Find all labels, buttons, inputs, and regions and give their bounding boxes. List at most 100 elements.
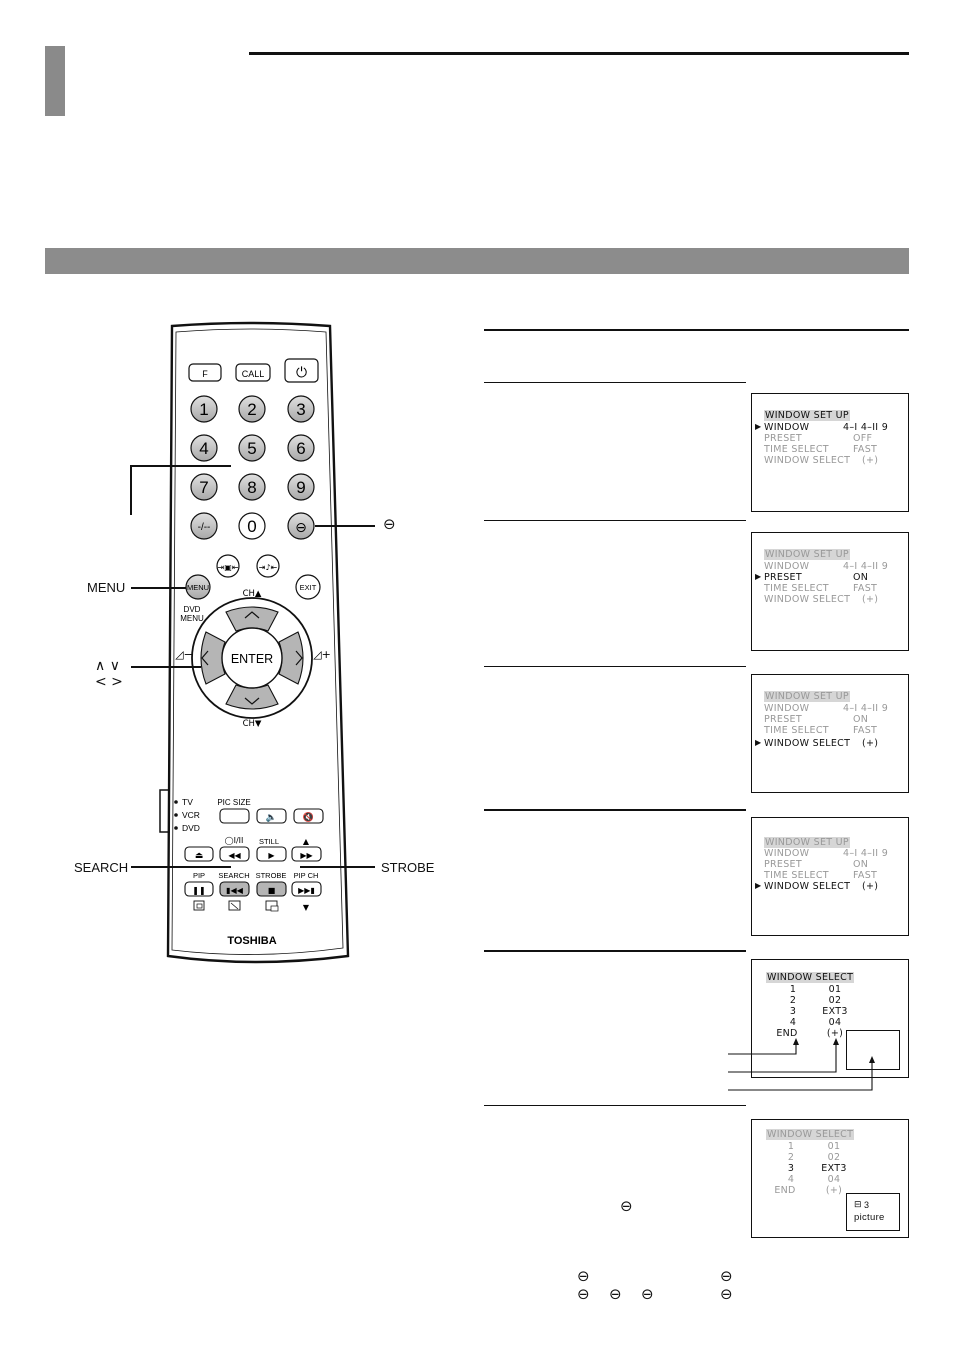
osd6-picture-label: picture bbox=[854, 1212, 885, 1223]
prev-icon: ▮◀◀ bbox=[226, 886, 244, 895]
osd5-row4-val: 04 bbox=[828, 1017, 842, 1028]
osd4-title: WINDOW SET UP bbox=[764, 837, 850, 848]
key-1-label: 1 bbox=[199, 400, 208, 419]
osd5-row4-num: 4 bbox=[789, 1017, 797, 1028]
osd6-picture-num: 3 bbox=[864, 1200, 870, 1210]
vol-plus-label: ◿+ bbox=[313, 648, 331, 661]
osd4-window-value: 4–I 4–II 9 bbox=[843, 848, 889, 859]
key-2-label: 2 bbox=[247, 400, 256, 419]
strobe-button[interactable] bbox=[256, 881, 287, 897]
osd3-time-label: TIME SELECT bbox=[764, 725, 829, 736]
ch-down-label: CH▼ bbox=[243, 719, 262, 729]
f-label: F bbox=[202, 369, 208, 379]
pause-icon: ❚❚ bbox=[192, 886, 205, 895]
osd4-wsel-label: WINDOW SELECT bbox=[764, 881, 851, 892]
key-3[interactable] bbox=[287, 395, 315, 423]
osd1-time-value: FAST bbox=[853, 444, 878, 455]
key-6-label: 6 bbox=[296, 439, 305, 458]
ffwd-button[interactable] bbox=[291, 846, 322, 862]
still-label: STILL bbox=[259, 837, 279, 846]
osd3-window-value: 4–I 4–II 9 bbox=[843, 703, 889, 714]
osd4-preset-label: PRESET bbox=[764, 859, 802, 870]
pip-swap-button[interactable] bbox=[256, 554, 280, 578]
play-button[interactable] bbox=[256, 846, 287, 862]
key-0[interactable] bbox=[238, 512, 266, 540]
exit-button[interactable] bbox=[295, 574, 321, 600]
osd1-window-label: WINDOW bbox=[764, 422, 810, 433]
header-rule bbox=[249, 52, 909, 55]
key-dash[interactable] bbox=[190, 512, 218, 540]
bottom-input-icon-1: ⊖ bbox=[577, 1267, 590, 1285]
osd1-preset-value: OFF bbox=[853, 433, 873, 444]
key-2[interactable] bbox=[238, 395, 266, 423]
key-6[interactable] bbox=[287, 434, 315, 462]
menu-button[interactable] bbox=[185, 574, 211, 600]
key-5[interactable] bbox=[238, 434, 266, 462]
osd1-preset-label: PRESET bbox=[764, 433, 802, 444]
key-4[interactable] bbox=[190, 434, 218, 462]
mute-button[interactable] bbox=[293, 808, 324, 824]
callout-line-strobe bbox=[300, 866, 375, 868]
key-8[interactable] bbox=[238, 473, 266, 501]
key-0-label: 0 bbox=[247, 517, 256, 536]
osd1-time-label: TIME SELECT bbox=[764, 444, 829, 455]
f-button[interactable] bbox=[188, 363, 222, 382]
pip-freeze-icon: ⇥▣⇤ bbox=[218, 563, 239, 572]
menu-key-label: MENU bbox=[187, 583, 209, 592]
osd6-picture-box: ⊟ 3 picture bbox=[846, 1193, 900, 1231]
osd5-row2-num: 2 bbox=[789, 995, 797, 1006]
step-rule-2 bbox=[484, 520, 746, 521]
osd5-picture-box bbox=[846, 1030, 900, 1070]
chevron-right-icon bbox=[295, 650, 303, 666]
bottom-output-icon-2: ⊖ bbox=[720, 1285, 733, 1303]
pip-ch-button[interactable] bbox=[291, 881, 322, 897]
osd5-title: WINDOW SELECT bbox=[766, 972, 855, 983]
eject-button[interactable] bbox=[184, 846, 214, 862]
pip-button[interactable] bbox=[184, 881, 214, 897]
step-rule-6 bbox=[484, 1105, 746, 1106]
pip-freeze-button[interactable] bbox=[216, 554, 240, 578]
bottom-input-icon-3: ⊖ bbox=[609, 1285, 622, 1303]
osd5-pointers bbox=[728, 1038, 875, 1091]
rewind-button[interactable] bbox=[219, 846, 250, 862]
pic-size-button[interactable] bbox=[219, 808, 250, 824]
key-7[interactable] bbox=[190, 473, 218, 501]
key-9[interactable] bbox=[287, 473, 315, 501]
input-button[interactable] bbox=[287, 512, 315, 540]
osd6-row1-val: 01 bbox=[827, 1141, 841, 1152]
osd2-time-label: TIME SELECT bbox=[764, 583, 829, 594]
call-button[interactable] bbox=[235, 363, 271, 382]
osd6-row2-val: 02 bbox=[827, 1152, 841, 1163]
power-button[interactable] bbox=[284, 358, 319, 383]
osd5-row3-num: 3 bbox=[789, 1006, 797, 1017]
key-5-label: 5 bbox=[247, 439, 256, 458]
osd3-preset-label: PRESET bbox=[764, 714, 802, 725]
osd1-title: WINDOW SET UP bbox=[764, 410, 850, 421]
search-button[interactable] bbox=[219, 881, 250, 897]
eject-icon: ⏏ bbox=[195, 851, 204, 861]
osd6-end-label: END bbox=[774, 1185, 796, 1196]
mode-tv-label: TV bbox=[182, 797, 193, 807]
mode-dvd-label: DVD bbox=[182, 823, 200, 833]
osd3-window-label: WINDOW bbox=[764, 703, 810, 714]
key-1[interactable] bbox=[190, 395, 218, 423]
osd4-wsel-value: (+) bbox=[862, 881, 879, 892]
osd1-window-value: 4–I 4–II 9 bbox=[843, 422, 889, 433]
enter-button[interactable] bbox=[221, 627, 283, 689]
osd6-row4-val: 04 bbox=[827, 1174, 841, 1185]
ch-up-label: CH▲ bbox=[243, 589, 262, 599]
callout-line-menu bbox=[131, 587, 186, 589]
strobe-key-label: STROBE bbox=[256, 871, 287, 880]
remote-figure: F CALL ⏻ 1 2 3 4 5 6 7 8 9 -/-- 0 ⊖ ⇥▣⇤ … bbox=[80, 306, 435, 976]
osd2-cursor: ▶ bbox=[755, 572, 762, 581]
osd4-window-label: WINDOW bbox=[764, 848, 810, 859]
key-3-label: 3 bbox=[296, 400, 305, 419]
down-triangle-label: ▼ bbox=[303, 903, 310, 912]
vol-minus-label: ◿− bbox=[175, 648, 193, 661]
surround-button[interactable] bbox=[256, 808, 287, 824]
